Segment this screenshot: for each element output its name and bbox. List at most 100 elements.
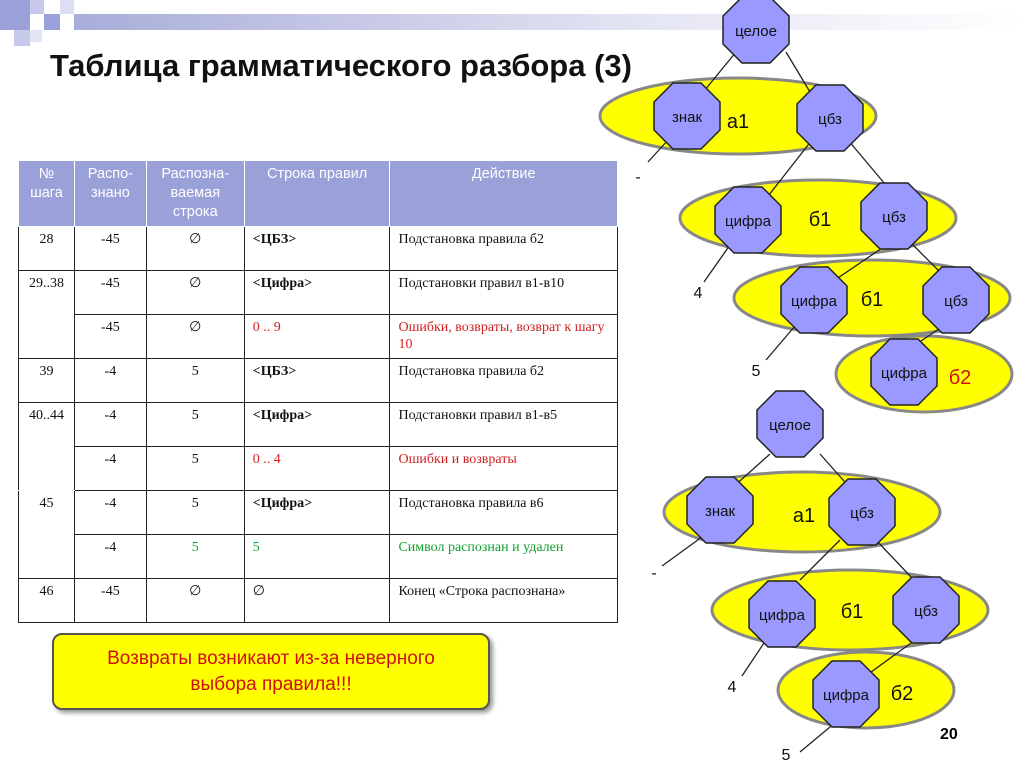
rule-label-a1: а1 (793, 505, 815, 527)
node-label: цбз (944, 293, 968, 310)
header-step: № шага (18, 160, 75, 227)
node-digit: цифра (812, 660, 880, 728)
node-label: цбз (882, 209, 906, 226)
node-digit: цифра (780, 266, 848, 334)
cell-action: Подстановки правил в1-в5 (389, 402, 618, 447)
rule-label-b2: б2 (949, 367, 972, 389)
node-label: цифра (725, 213, 772, 230)
cell-recognized: -4 (73, 446, 147, 491)
edge (831, 243, 889, 283)
rule-label-a1: а1 (727, 111, 749, 133)
node-digit: цифра (714, 186, 782, 254)
cell-recognizing: 5 (145, 358, 245, 403)
node-label: знак (672, 109, 703, 126)
cell-action: Подстановка правила в6 (389, 490, 618, 535)
cell-action: Ошибки, возвраты, возврат к шагу 10 (389, 314, 618, 359)
decor-square-2 (30, 0, 44, 14)
node-cbz: цбз (796, 84, 864, 152)
cell-recognizing: ∅ (145, 270, 245, 315)
grammar-table: № шага Распо-знано Распозна-ваемая строк… (18, 160, 618, 623)
edge (847, 139, 891, 191)
cell-rule: ∅ (243, 578, 391, 623)
rule-label-b1: б1 (841, 601, 864, 623)
table-header-row: № шага Распо-знано Распозна-ваемая строк… (18, 160, 618, 227)
node-label: цифра (881, 365, 928, 382)
cell-action: Символ распознан и удален (389, 534, 618, 579)
cell-action: Ошибки и возвраты (389, 446, 618, 491)
terminal-five: 5 (782, 747, 791, 764)
edge (647, 139, 669, 163)
header-recognizing: Распозна-ваемая строка (145, 160, 245, 227)
rule-label-b1: б1 (809, 209, 832, 231)
edge (799, 539, 841, 581)
node-label: цбз (850, 505, 874, 522)
edge (765, 325, 796, 361)
node-digit: цифра (748, 580, 816, 648)
node-root: целое (756, 390, 824, 458)
node-sign: знак (653, 82, 721, 150)
node-cbz: цбз (860, 182, 928, 250)
edge (875, 539, 913, 579)
cell-recognized: -45 (73, 314, 147, 359)
decor-square-1 (0, 0, 30, 30)
cell-step: 39 (18, 358, 75, 403)
header-action: Действие (389, 160, 618, 227)
node-sign: знак (686, 476, 754, 544)
node-label: цифра (791, 293, 838, 310)
table-row: 46 -45 ∅ ∅ Конец «Строка распознана» (18, 578, 618, 623)
warning-callout: Возвраты возникают из-за неверного выбор… (52, 633, 490, 710)
node-label: целое (769, 417, 811, 434)
callout-line-1: Возвраты возникают из-за неверного (107, 647, 435, 669)
cell-rule: 5 (243, 534, 391, 579)
node-label: цбз (818, 111, 842, 128)
bottom-tree: целое знак цбз цифра цбз цифра а1 б1 б2 … (651, 390, 990, 764)
decor-square-3 (44, 14, 60, 30)
header-rule: Строка правил (243, 160, 391, 227)
node-label: целое (735, 23, 777, 40)
terminal-four: 4 (694, 285, 703, 302)
table-row: -4 5 5 Символ распознан и удален (19, 534, 618, 579)
terminal-minus: - (635, 169, 640, 186)
decor-square-6 (30, 30, 42, 42)
node-root: целое (722, 0, 790, 64)
rule-label-b1: б1 (861, 289, 884, 311)
table-row: 45 -4 5 <Цифра> Подстановка правила в6 (18, 490, 618, 579)
cell-rule: <Цифра> (243, 270, 391, 315)
edge (741, 639, 767, 677)
cell-recognized: -4 (73, 534, 147, 579)
table-row: 40..44 -4 5 <Цифра> Подстановки правил в… (18, 402, 618, 491)
cell-recognized: -4 (73, 358, 147, 403)
cell-recognizing: 5 (145, 534, 245, 579)
table-row: 29..38 -45 ∅ <Цифра> Подстановки правил … (18, 270, 618, 359)
decor-square-4 (14, 30, 30, 46)
terminal-minus: - (651, 565, 656, 582)
cell-rule: <ЦБЗ> (243, 226, 391, 271)
node-digit: цифра (870, 338, 938, 406)
edge (661, 533, 707, 567)
top-tree: целое знак цбз цифра цбз цифра цбз цифра… (598, 0, 1014, 414)
decor-square-5 (60, 0, 74, 14)
rule-label-b2: б2 (891, 683, 914, 705)
node-cbz: цбз (828, 478, 896, 546)
terminal-four: 4 (728, 679, 737, 696)
edge (785, 51, 811, 93)
page-number: 20 (940, 726, 958, 743)
cell-rule: <Цифра> (243, 490, 391, 535)
node-label: цифра (759, 607, 806, 624)
edge (703, 241, 733, 283)
cell-step: 45 (18, 490, 75, 579)
cell-action: Подстановка правила б2 (389, 226, 618, 271)
node-cbz: цбз (922, 266, 990, 334)
cell-step: 40..44 (18, 402, 75, 491)
cell-recognized: -45 (73, 578, 147, 623)
node-label: цбз (914, 603, 938, 620)
page-title: Таблица грамматического разбора (3) (50, 48, 632, 83)
cell-step: 46 (18, 578, 75, 623)
cell-action: Конец «Строка распознана» (389, 578, 618, 623)
node-label: цифра (823, 687, 870, 704)
edge (764, 139, 813, 201)
callout-line-2: выбора правила!!! (190, 673, 352, 695)
table-row: -45 ∅ 0 .. 9 Ошибки, возвраты, возврат к… (19, 314, 618, 359)
cell-recognizing: ∅ (145, 578, 245, 623)
